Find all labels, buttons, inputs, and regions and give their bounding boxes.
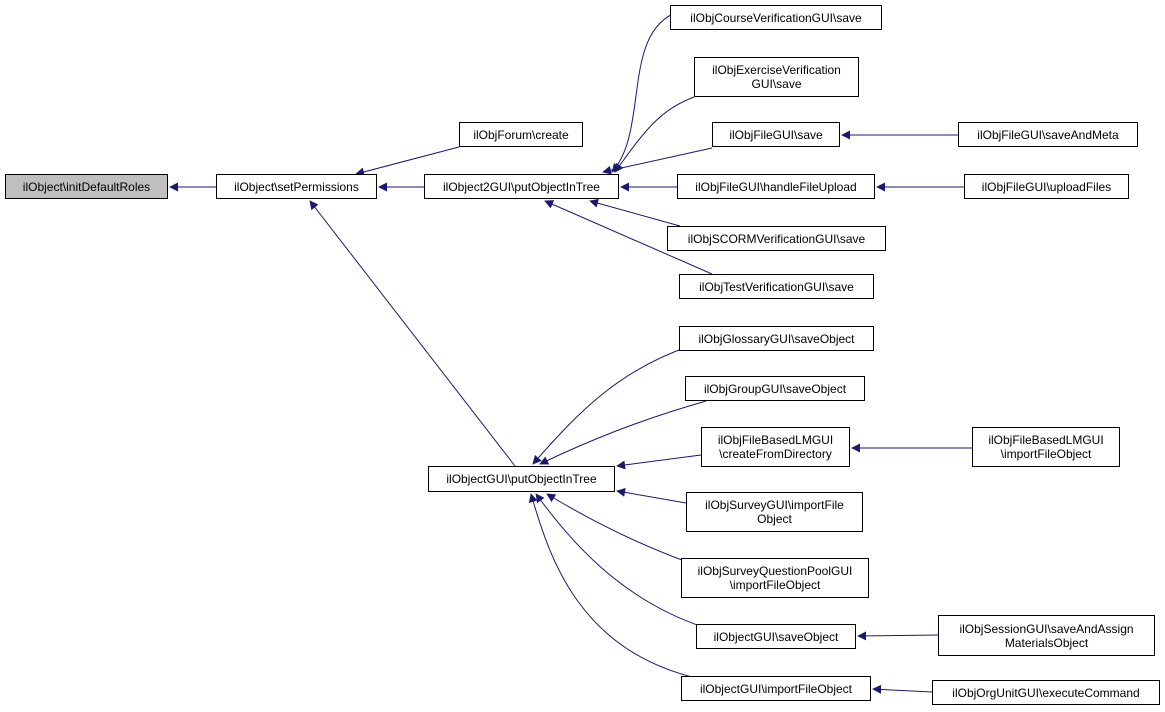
node-orgUnitExecuteCommand[interactable]: ilObjOrgUnitGUI\executeCommand	[932, 680, 1160, 705]
node-label-line: ilObjGlossaryGUI\saveObject	[698, 331, 855, 346]
node-fileUploadFiles[interactable]: ilObjFileGUI\uploadFiles	[964, 174, 1129, 199]
node-label-line: \importFileObject	[1000, 447, 1092, 461]
edge-oguiPutObjectInTree-to-setPermissions	[309, 200, 516, 467]
node-label-line: ilObjectGUI\importFileObject	[699, 681, 853, 696]
node-label: ilObjTestVerificationGUI\save	[699, 280, 854, 294]
node-label: ilObjFileGUI\handleFileUpload	[695, 180, 856, 194]
node-label-line: ilObjSurveyGUI\importFile	[705, 498, 844, 512]
node-label: ilObjOrgUnitGUI\executeCommand	[952, 686, 1139, 700]
node-label-line: ilObjectGUI\putObjectInTree	[446, 472, 597, 486]
node-label-line: ilObject\initDefaultRoles	[22, 179, 151, 194]
node-forumCreate[interactable]: ilObjForum\create	[459, 122, 583, 147]
node-fblmCreateFromDir[interactable]: ilObjFileBasedLMGUI\createFromDirectory	[701, 427, 850, 467]
node-glossarySaveObject[interactable]: ilObjGlossaryGUI\saveObject	[679, 326, 874, 351]
node-label-line: GUI\save	[751, 77, 802, 91]
node-fblmImportFileObject[interactable]: ilObjFileBasedLMGUI\importFileObject	[972, 427, 1120, 467]
edge-courseVerifSave-to-o2PutObjectInTree	[611, 10, 681, 173]
edge-orgUnitExecuteCommand-to-oguiImportFileObject	[872, 684, 933, 694]
node-label-line: ilObjFileGUI\uploadFiles	[981, 179, 1112, 194]
node-label: ilObject\setPermissions	[234, 180, 359, 194]
node-label: ilObjCourseVerificationGUI\save	[690, 11, 861, 25]
node-label: ilObjGroupGUI\saveObject	[704, 382, 846, 396]
node-setPermissions[interactable]: ilObject\setPermissions	[216, 174, 377, 199]
edge-exerciseVerifSave-to-o2PutObjectInTree	[614, 96, 695, 173]
node-label: ilObjFileGUI\saveAndMeta	[977, 128, 1118, 142]
edge-sqpImportFileObject-to-oguiPutObjectInTree	[546, 493, 691, 564]
node-o2PutObjectInTree[interactable]: ilObject2GUI\putObjectInTree	[424, 174, 619, 199]
node-label: ilObjSurveyQuestionPoolGUI\importFileObj…	[698, 564, 853, 592]
edge-forumCreate-to-setPermissions	[355, 146, 460, 177]
node-label-line: \importFileObject	[729, 578, 821, 592]
node-label-line: ilObjectGUI\saveObject	[713, 629, 839, 644]
edge-surveyImportFileObject-to-oguiPutObjectInTree	[616, 487, 687, 504]
node-label-line: ilObject\setPermissions	[234, 179, 359, 194]
node-label: ilObjectGUI\importFileObject	[700, 682, 852, 696]
node-label-line: ilObjGroupGUI\saveObject	[703, 381, 847, 396]
node-initDefaultRoles: ilObject\initDefaultRoles	[5, 174, 168, 199]
node-label-line: ilObjFileBasedLMGUI	[988, 433, 1104, 447]
node-label-line: ilObjFileGUI\save	[729, 127, 823, 142]
node-label: ilObject2GUI\putObjectInTree	[443, 180, 600, 194]
node-label-line: ilObjSessionGUI\saveAndAssign	[959, 621, 1134, 636]
node-label-line: ilObjSurveyQuestionPoolGUI	[697, 564, 853, 578]
node-label: ilObjGlossaryGUI\saveObject	[698, 332, 854, 346]
node-label: ilObjSCORMVerificationGUI\save	[688, 232, 865, 246]
node-groupSaveObject[interactable]: ilObjGroupGUI\saveObject	[685, 376, 865, 401]
node-label: ilObjFileBasedLMGUI\createFromDirectory	[718, 433, 833, 461]
node-label-line: ilObjForum\create	[473, 127, 569, 142]
node-label-line: ilObject2GUI\putObjectInTree	[443, 179, 600, 194]
node-label-line: MaterialsObject	[1004, 635, 1089, 650]
node-label: ilObject\initDefaultRoles	[23, 180, 150, 194]
node-label-line: Object	[757, 512, 792, 526]
node-label: ilObjectGUI\saveObject	[714, 630, 839, 644]
edge-testVerifSave-to-o2PutObjectInTree	[544, 200, 713, 275]
edge-groupSaveObject-to-oguiPutObjectInTree	[539, 400, 707, 465]
node-oguiPutObjectInTree[interactable]: ilObjectGUI\putObjectInTree	[428, 466, 615, 492]
node-label: ilObjFileBasedLMGUI\importFileObject	[988, 433, 1103, 461]
node-label-line: ilObjFileBasedLMGUI	[717, 433, 834, 447]
edge-sessionSaveAndAssign-to-oguiSaveObject	[857, 631, 939, 641]
node-label-line: ilObjFileGUI\handleFileUpload	[695, 179, 857, 194]
node-label-line: ilObjTestVerificationGUI\save	[699, 279, 854, 294]
node-label-line: ilObjOrgUnitGUI\executeCommand	[952, 685, 1140, 700]
node-label-line: ilObjExerciseVerification	[712, 63, 841, 77]
node-label-line: \createFromDirectory	[719, 447, 832, 461]
node-courseVerifSave[interactable]: ilObjCourseVerificationGUI\save	[670, 5, 882, 30]
node-label-line: ilObjCourseVerificationGUI\save	[690, 10, 862, 25]
node-label: ilObjFileGUI\uploadFiles	[982, 180, 1111, 194]
edge-oguiImportFileObject-to-oguiPutObjectInTree	[528, 493, 697, 679]
edge-glossarySaveObject-to-oguiPutObjectInTree	[532, 345, 691, 465]
node-fileSave[interactable]: ilObjFileGUI\save	[712, 122, 840, 147]
node-oguiImportFileObject[interactable]: ilObjectGUI\importFileObject	[681, 676, 871, 701]
node-scormVerifSave[interactable]: ilObjSCORMVerificationGUI\save	[667, 226, 886, 251]
node-sqpImportFileObject[interactable]: ilObjSurveyQuestionPoolGUI\importFileObj…	[681, 558, 869, 598]
node-testVerifSave[interactable]: ilObjTestVerificationGUI\save	[679, 274, 874, 299]
node-label-line: ilObjFileGUI\saveAndMeta	[977, 127, 1119, 142]
node-fileSaveAndMeta[interactable]: ilObjFileGUI\saveAndMeta	[958, 122, 1138, 147]
node-fileHandleUpload[interactable]: ilObjFileGUI\handleFileUpload	[677, 174, 875, 199]
node-label: ilObjectGUI\putObjectInTree	[446, 472, 596, 486]
edge-fileSave-to-o2PutObjectInTree	[602, 147, 713, 175]
edge-oguiSaveObject-to-oguiPutObjectInTree	[535, 493, 707, 629]
edge-fblmCreateFromDir-to-oguiPutObjectInTree	[616, 454, 702, 470]
node-oguiSaveObject[interactable]: ilObjectGUI\saveObject	[696, 624, 856, 649]
edge-scormVerifSave-to-o2PutObjectInTree	[589, 198, 681, 227]
node-label-line: ilObjSCORMVerificationGUI\save	[687, 231, 866, 246]
node-label: ilObjFileGUI\save	[729, 128, 822, 142]
node-label: ilObjForum\create	[473, 128, 568, 142]
